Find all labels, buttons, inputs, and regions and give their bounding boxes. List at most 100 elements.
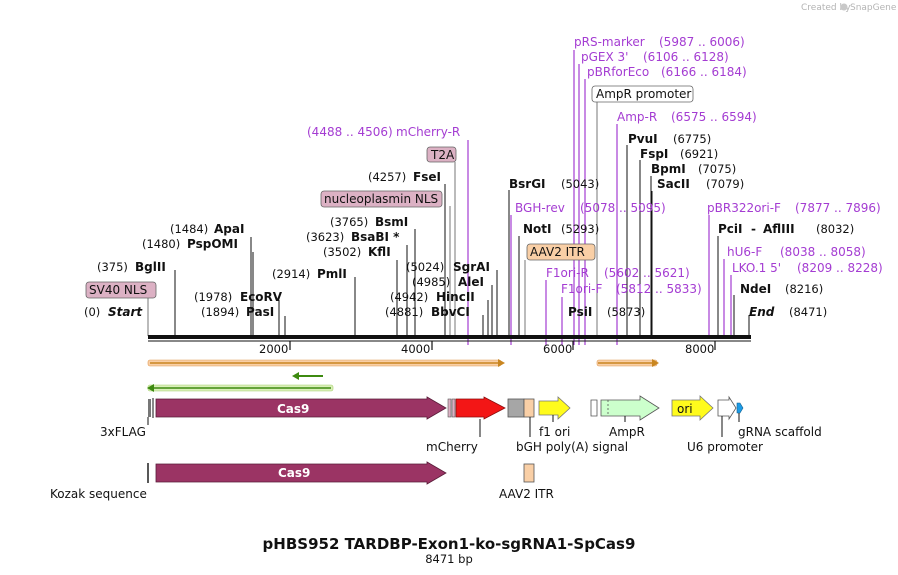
pasi-label: PasI	[246, 305, 274, 319]
nucleoplasmin-nls-feature	[447, 398, 452, 418]
plasmid-title: pHBS952 TARDBP-Exon1-ko-sgRNA1-SpCas9	[263, 535, 636, 553]
bsabi-position: (3623)	[306, 230, 344, 244]
tick-label-2000: 2000	[259, 342, 288, 356]
tick-label-8000: 8000	[685, 342, 714, 356]
pvui-position: (6775)	[673, 132, 711, 146]
t2a-label: T2A	[430, 148, 455, 162]
bbvci-label: BbvCI	[431, 305, 470, 319]
fsei-label: FseI	[413, 170, 441, 184]
pmli-position: (2914)	[272, 267, 310, 281]
pbrforeco-primer: pBRforEco	[587, 65, 649, 79]
dna-backbone	[148, 335, 751, 339]
nucleoplasmin-nls-label: nucleoplasmin NLS	[324, 192, 438, 206]
sacii-label: SacII	[657, 177, 690, 191]
pgex-3-primer: pGEX 3'	[581, 50, 628, 64]
orf-arrow-reverse-long	[147, 384, 334, 392]
bgh-rev-range: (5078 .. 5095)	[580, 201, 666, 215]
aav2-itr-top-box	[526, 243, 596, 261]
prs-marker-range: (5987 .. 6006)	[659, 35, 745, 49]
primer-leader-lines	[467, 50, 732, 345]
aav2-itr-lower-feature	[523, 463, 535, 483]
sgrai-label: SgrAI	[453, 260, 490, 274]
cas9-lower-feature-arrow	[155, 461, 447, 485]
cas9-feature-arrow	[155, 396, 447, 420]
ndei-position: (8216)	[785, 282, 823, 296]
cas9-feature-label: Cas9	[277, 402, 309, 416]
apai-position: (1484)	[170, 222, 208, 236]
sgrai-position: (5024)	[406, 260, 444, 274]
f1ori-f-range: (5812 .. 5833)	[616, 282, 702, 296]
sv40-nls-label: SV40 NLS	[89, 283, 147, 297]
created-by-text: Created by	[801, 3, 851, 13]
kfli-position: (3502)	[323, 245, 361, 259]
pspomi-label: PspOMI	[187, 237, 238, 251]
apai-label: ApaI	[214, 222, 244, 236]
lko1-5-range: (8209 .. 8228)	[797, 261, 883, 275]
aav2-itr-feature	[523, 398, 535, 418]
ampr-promoter-label: AmpR promoter	[596, 87, 691, 101]
feature-leader-lines	[147, 102, 598, 336]
bglii-label: BglII	[135, 260, 166, 274]
grna-scaffold-feature	[736, 402, 744, 414]
nucleoplasmin-nls-box	[320, 190, 443, 208]
alei-position: (4985)	[412, 275, 450, 289]
bsabi-label: BsaBI *	[351, 230, 400, 244]
cas9-lower-feature-label: Cas9	[278, 466, 310, 480]
hu6-f-range: (8038 .. 8058)	[780, 245, 866, 259]
ecorv-label: EcoRV	[240, 290, 283, 304]
prs-marker-primer: pRS-marker	[574, 35, 645, 49]
t2a-box	[426, 146, 457, 163]
ampr-label: AmpR	[609, 425, 645, 439]
bglii-position: (375)	[97, 260, 128, 274]
ori-feature-arrow	[671, 395, 714, 421]
afliii-label: AflIII	[763, 222, 795, 236]
snapgene-logo-icon	[840, 3, 848, 11]
hu6-f-primer: hU6-F	[727, 245, 762, 259]
mcherry-label: mCherry	[426, 440, 478, 454]
fsei-position: (4257)	[368, 170, 406, 184]
tick-label-6000: 6000	[543, 342, 572, 356]
start-label: Start	[108, 305, 143, 319]
ampr-feature-arrow	[600, 395, 660, 421]
alei-label: AleI	[458, 275, 484, 289]
pasi-position: (1894)	[201, 305, 239, 319]
bgh-polya-label: bGH poly(A) signal	[516, 440, 628, 454]
bsrgi-position: (5043)	[561, 177, 599, 191]
bsmi-position: (3765)	[330, 215, 368, 229]
hincii-label: HincII	[436, 290, 475, 304]
scale-ticks	[289, 341, 716, 350]
f1-ori-label: f1 ori	[539, 425, 570, 439]
ecorv-position: (1978)	[194, 290, 232, 304]
bpmi-position: (7075)	[698, 162, 736, 176]
pspomi-position: (1480)	[142, 237, 180, 251]
plasmid-length: 8471 bp	[425, 552, 473, 566]
hincii-position: (4942)	[390, 290, 428, 304]
sacii-position: (7079)	[706, 177, 744, 191]
bbvci-position: (4881)	[385, 305, 423, 319]
fspi-position: (6921)	[680, 147, 718, 161]
f1ori-f-primer: F1ori-F	[561, 282, 602, 296]
f1ori-r-primer: F1ori-R	[546, 266, 589, 280]
pcii-label: PciI	[718, 222, 743, 236]
bsmi-label: BsmI	[375, 215, 408, 229]
end-label: End	[749, 305, 775, 319]
u6-promoter-label: U6 promoter	[687, 440, 763, 454]
amp-r-range: (6575 .. 6594)	[671, 110, 757, 124]
grna-scaffold-label: gRNA scaffold	[738, 425, 822, 439]
amp-r-primer: Amp-R	[617, 110, 657, 124]
pbr322ori-f-range: (7877 .. 7896)	[795, 201, 881, 215]
u6-promoter-feature-arrow	[717, 395, 737, 421]
bsrgi-label: BsrGI	[509, 177, 546, 191]
f1-ori-feature-arrow	[538, 396, 571, 420]
psii-position: (5873)	[607, 305, 645, 319]
3xflag-label: 3xFLAG	[100, 425, 146, 439]
pcii-afliii-position: (8032)	[816, 222, 854, 236]
aav2-itr-top-label: AAV2 ITR	[530, 245, 585, 259]
bpmi-label: BpmI	[651, 162, 686, 176]
feature-label-leaders	[147, 413, 740, 437]
sv40-nls-box	[85, 281, 157, 299]
noti-label: NotI	[523, 222, 552, 236]
orf-arrow-forward-1	[147, 359, 505, 367]
snapgene-brand-text: SnapGene	[850, 3, 897, 13]
start-position: (0)	[84, 305, 100, 319]
